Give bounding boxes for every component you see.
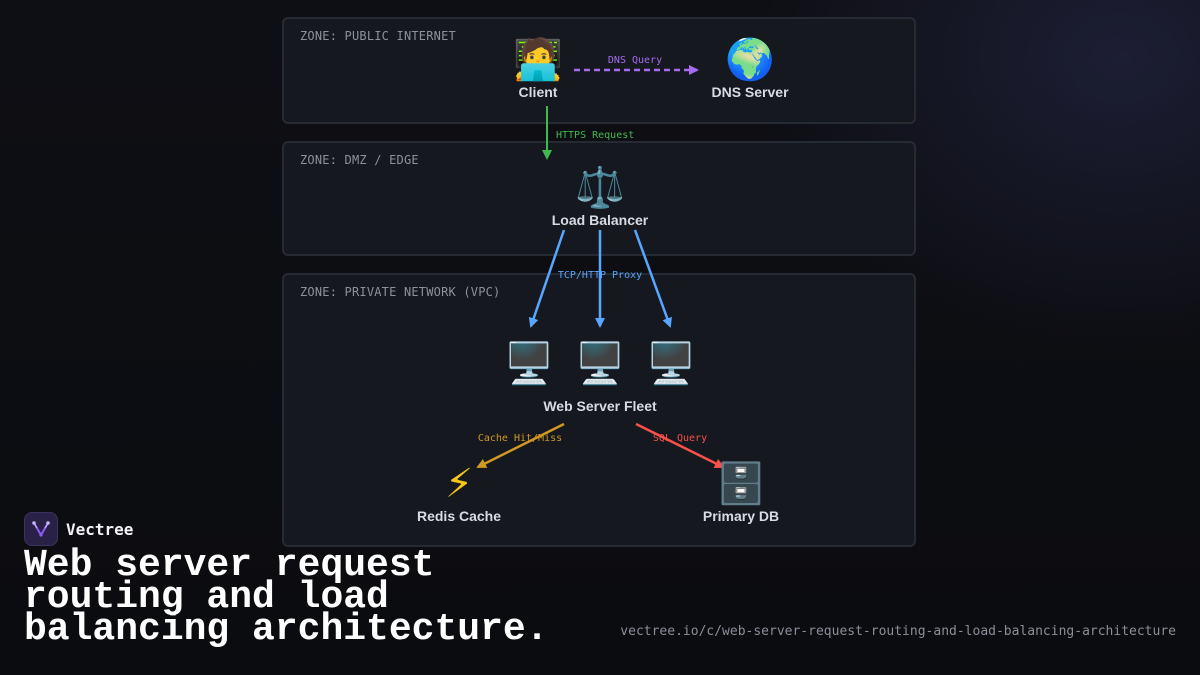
edge-sql <box>635 422 725 469</box>
page-url: vectree.io/c/web-server-request-routing-… <box>620 624 1176 639</box>
node-label-client: Client <box>518 84 558 100</box>
edge-cache <box>476 422 565 469</box>
edge-label-dns-query: DNS Query <box>608 55 662 66</box>
node-label-redis-cache: Redis Cache <box>416 508 502 524</box>
edge-label-sql: SQL Query <box>653 433 707 444</box>
desktop-computer-icon: 🖥️ <box>504 341 554 387</box>
zone-label: ZONE: PRIVATE NETWORK (VPC) <box>300 285 501 299</box>
person-at-laptop-icon: 🧑‍💻 <box>513 37 563 83</box>
lightning-bolt-icon: ⚡ <box>444 461 474 507</box>
desktop-computer-icon: 🖥️ <box>575 341 625 387</box>
file-cabinet-icon: 🗄️ <box>716 461 766 507</box>
edge-label-https-request: HTTPS Request <box>556 130 634 141</box>
edge-label-proxy: TCP/HTTP Proxy <box>558 270 642 281</box>
node-label-dns-server: DNS Server <box>711 84 789 100</box>
edge-proxy-right <box>633 229 672 328</box>
brand: Vectree <box>24 512 133 546</box>
node-label-web-server-fleet: Web Server Fleet <box>543 398 657 414</box>
brand-name: Vectree <box>66 519 134 539</box>
page-title: Web server request routing and load bala… <box>24 544 549 651</box>
zone-label: ZONE: PUBLIC INTERNET <box>300 29 456 43</box>
zone-public-internet: ZONE: PUBLIC INTERNET <box>282 17 916 124</box>
vectree-logo-icon <box>24 512 58 546</box>
edge-proxy-left <box>528 229 566 328</box>
balance-scale-icon: ⚖️ <box>575 165 625 211</box>
node-label-primary-db: Primary DB <box>702 508 780 524</box>
zone-label: ZONE: DMZ / EDGE <box>300 153 419 167</box>
globe-icon: 🌍 <box>725 37 775 83</box>
edge-label-cache: Cache Hit/Miss <box>478 433 562 444</box>
node-label-load-balancer: Load Balancer <box>551 212 649 228</box>
desktop-computer-icon: 🖥️ <box>646 341 696 387</box>
